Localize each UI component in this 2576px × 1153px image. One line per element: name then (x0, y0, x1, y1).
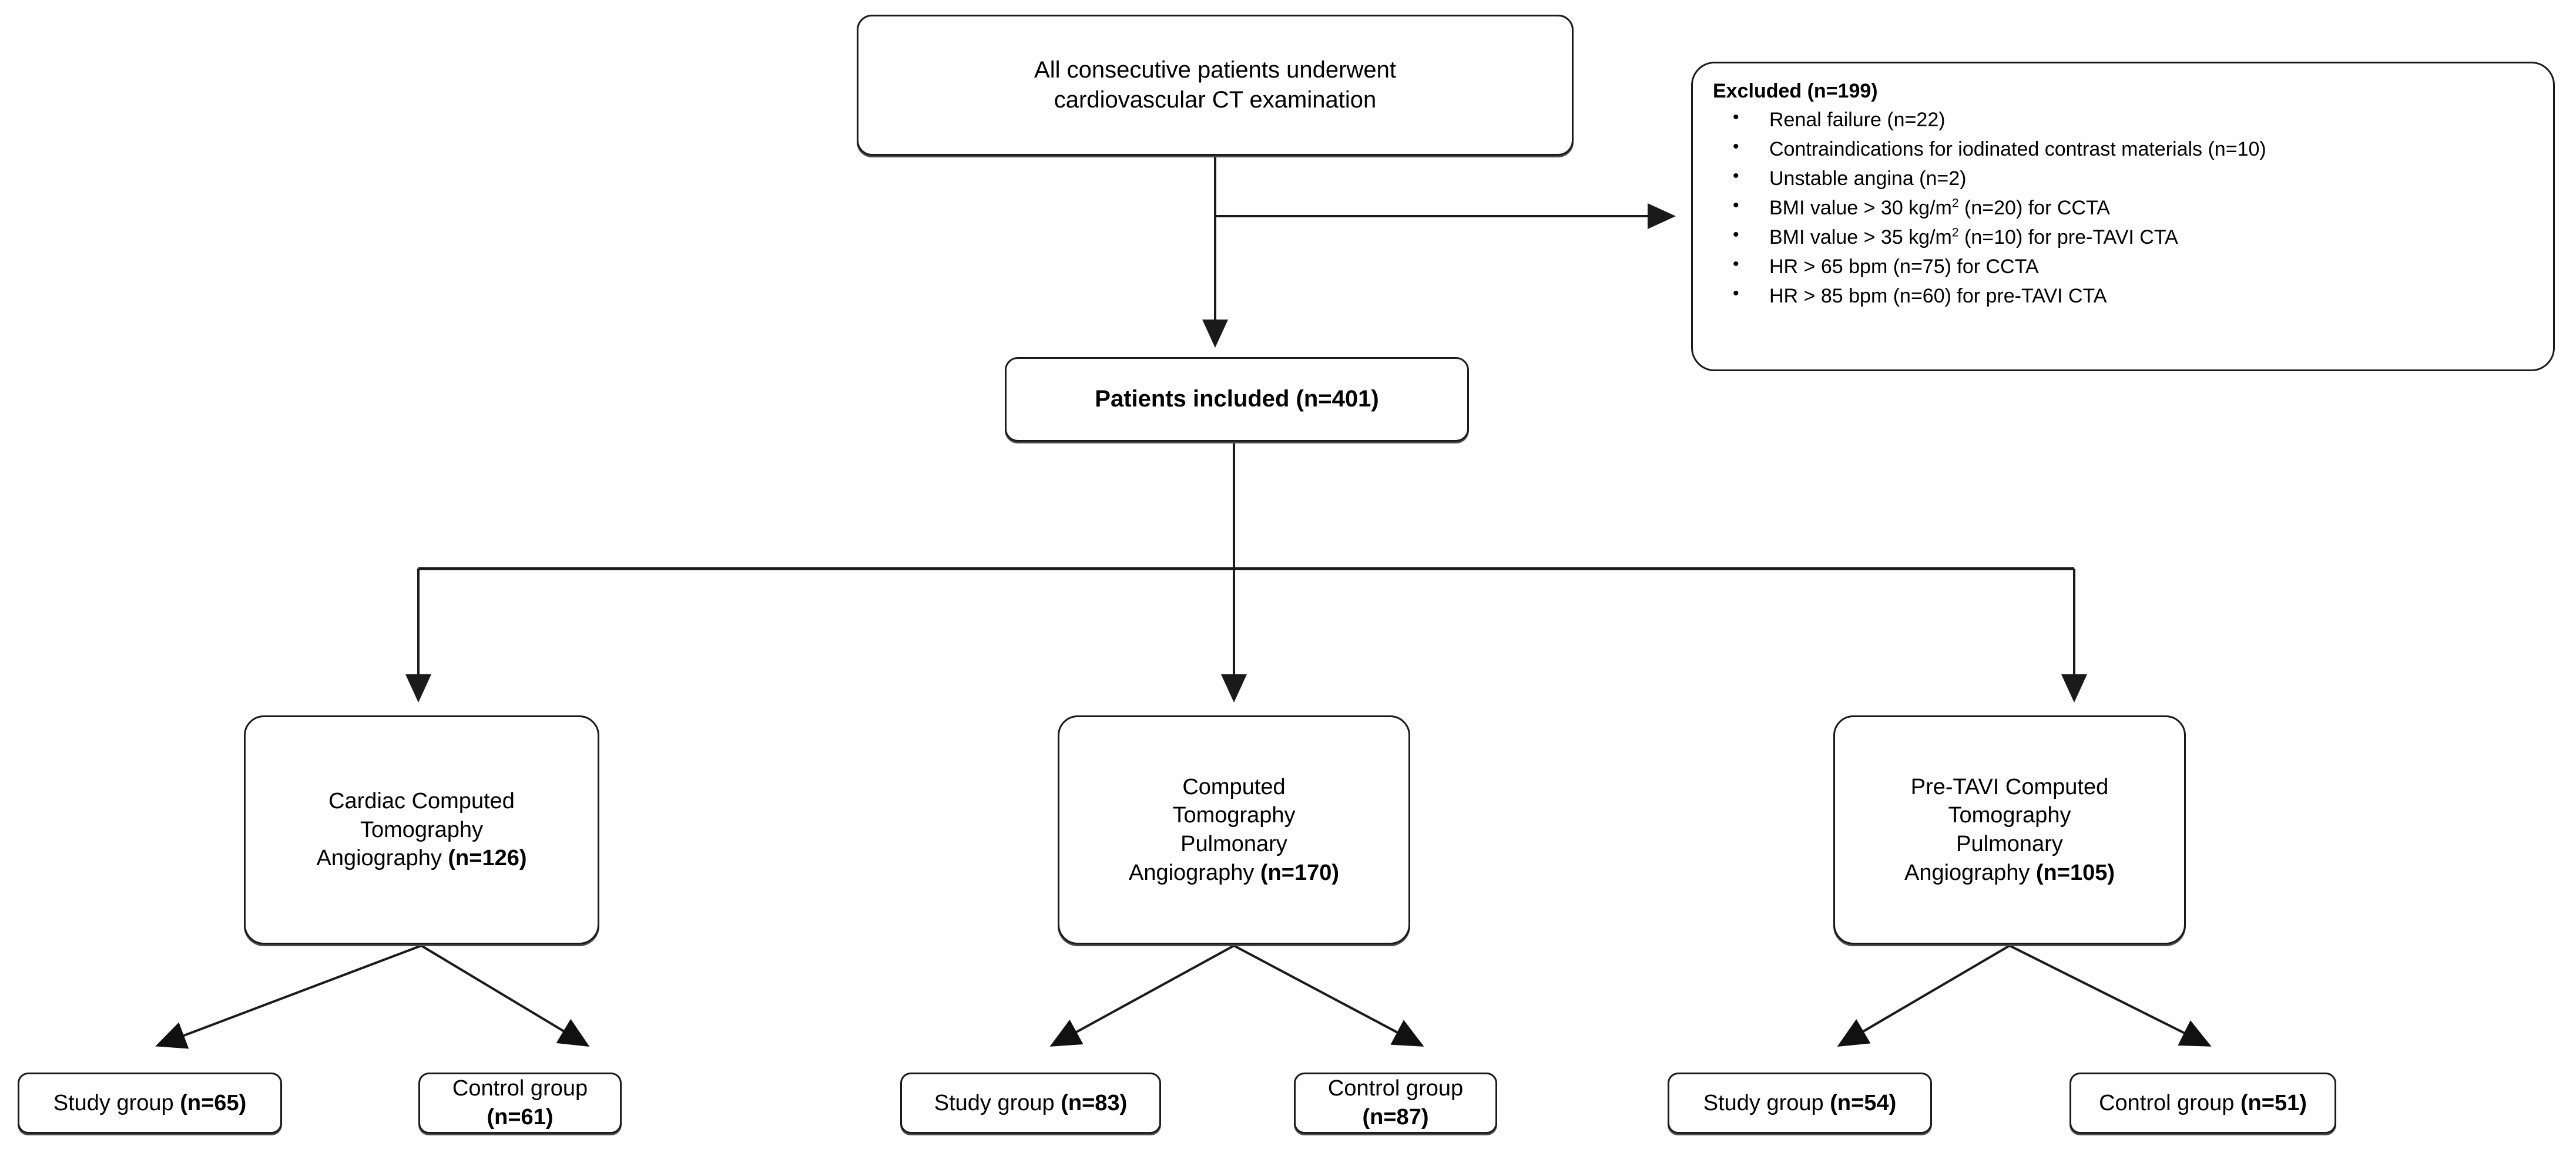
excluded-item-text-pre: BMI value > 35 kg/m (1769, 226, 1952, 248)
edge-mod1-to-leaves (155, 944, 590, 1049)
modality-line: Tomography (1948, 803, 2071, 828)
modality-line: Tomography (1172, 803, 1296, 828)
leaf-label: Study group (1703, 1090, 1830, 1115)
top-box-line-1: All consecutive patients underwent (1034, 56, 1396, 83)
modality-count: (n=105) (2035, 860, 2115, 885)
excluded-item-text-post: (n=20) for CCTA (1958, 196, 2110, 219)
excluded-item-sup: 2 (1951, 196, 1959, 210)
modality-last-line: Angiography (n=170) (1068, 859, 1400, 888)
modality-line: Tomography (360, 817, 484, 842)
edge-mod2-to-leaves (1049, 944, 1424, 1047)
excluded-item: • BMI value > 35 kg/m2 (n=10) for pre-TA… (1713, 224, 2535, 249)
edge-included-to-bus (405, 442, 2087, 702)
leaf-label: Study group (934, 1090, 1061, 1115)
excluded-item: • HR > 65 bpm (n=75) for CCTA (1713, 254, 2535, 278)
node-excluded[interactable]: Excluded (n=199) • Renal failure (n=22) … (1691, 62, 2555, 371)
modality-last-lead: Angiography (1128, 860, 1260, 885)
bullet-icon: • (1733, 284, 1739, 304)
node-study-group-54[interactable]: Study group (n=54) (1668, 1073, 1932, 1134)
leaf-label: Control group (2099, 1090, 2240, 1115)
leaf-count: (n=51) (2240, 1090, 2307, 1115)
excluded-item-text: Unstable angina (n=2) (1769, 167, 1967, 190)
node-control-group-61[interactable]: Control group (n=61) (418, 1073, 622, 1134)
excluded-item: • HR > 85 bpm (n=60) for pre-TAVI CTA (1713, 284, 2535, 308)
modality-line: Computed (1182, 774, 1286, 799)
modality-line: Pre-TAVI Computed (1910, 774, 2109, 799)
excluded-title: Excluded (n=199) (1713, 80, 1878, 102)
leaf-count: (n=87) (1362, 1105, 1429, 1130)
bullet-icon: • (1733, 107, 1739, 127)
node-study-group-65[interactable]: Study group (n=65) (18, 1073, 282, 1134)
leaf-label: Control group (452, 1076, 588, 1101)
node-control-group-87[interactable]: Control group (n=87) (1294, 1073, 1497, 1134)
node-control-group-51[interactable]: Control group (n=51) (2069, 1073, 2336, 1134)
node-ctpa[interactable]: Computed Tomography Pulmonary Angiograph… (1058, 715, 1410, 944)
node-study-group-83[interactable]: Study group (n=83) (900, 1073, 1161, 1134)
leaf-label: Control group (1327, 1076, 1464, 1101)
leaf-count: (n=54) (1830, 1090, 1897, 1115)
node-patients-included[interactable]: Patients included (n=401) (1005, 357, 1469, 442)
modality-line: Cardiac Computed (328, 789, 515, 814)
excluded-item-text-pre: BMI value > 30 kg/m (1769, 196, 1952, 219)
node-pre-tavi-ctpa[interactable]: Pre-TAVI Computed Tomography Pulmonary A… (1833, 715, 2186, 944)
bullet-icon: • (1733, 136, 1739, 156)
excluded-item: • Contraindications for iodinated contra… (1713, 137, 2535, 161)
modality-line: Pulmonary (1956, 832, 2063, 856)
bullet-icon: • (1733, 224, 1739, 244)
leaf-label: Study group (53, 1090, 180, 1115)
modality-line: Pulmonary (1180, 832, 1287, 856)
excluded-item: • BMI value > 30 kg/m2 (n=20) for CCTA (1713, 196, 2535, 220)
modality-count: (n=170) (1260, 860, 1340, 885)
edge-mod3-to-leaves (1837, 944, 2212, 1047)
modality-last-lead: Angiography (316, 846, 448, 871)
excluded-item-text: HR > 85 bpm (n=60) for pre-TAVI CTA (1769, 285, 2107, 308)
leaf-count: (n=61) (487, 1105, 554, 1130)
excluded-item: • Unstable angina (n=2) (1713, 166, 2535, 190)
excluded-item-sup: 2 (1951, 226, 1959, 240)
modality-last-lead: Angiography (1904, 860, 2036, 885)
excluded-item-text: Renal failure (n=22) (1769, 108, 1946, 131)
excluded-item: • Renal failure (n=22) (1713, 107, 2535, 132)
bullet-icon: • (1733, 166, 1739, 186)
excluded-item-text: Contraindications for iodinated contrast… (1769, 137, 2266, 160)
excluded-list: • Renal failure (n=22) • Contraindicatio… (1713, 107, 2535, 308)
leaf-count: (n=83) (1061, 1090, 1128, 1115)
excluded-item-text-post: (n=10) for pre-TAVI CTA (1958, 226, 2178, 248)
excluded-item-text: HR > 65 bpm (n=75) for CCTA (1769, 256, 2039, 278)
leaf-count: (n=65) (180, 1090, 247, 1115)
bullet-icon: • (1733, 195, 1739, 215)
top-box-line-2: cardiovascular CT examination (1054, 87, 1377, 113)
node-all-consecutive-patients[interactable]: All consecutive patients underwent cardi… (857, 15, 1574, 156)
included-label: Patients included (n=401) (1095, 386, 1379, 412)
modality-last-line: Angiography (n=105) (1843, 859, 2176, 888)
modality-last-line: Angiography (n=126) (254, 844, 589, 873)
node-cardiac-cta[interactable]: Cardiac Computed Tomography Angiography … (244, 715, 599, 944)
modality-count: (n=126) (448, 846, 527, 871)
bullet-icon: • (1733, 254, 1739, 274)
